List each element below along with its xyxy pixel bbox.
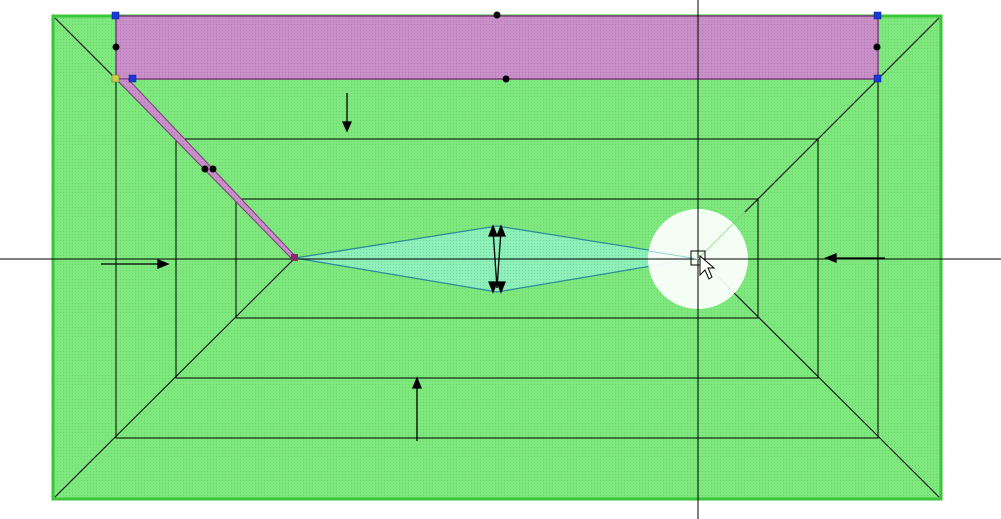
grip-dot[interactable] xyxy=(201,165,209,173)
arrow-pointer-icon xyxy=(699,254,716,280)
slope-arrow-icon xyxy=(824,253,885,263)
grip-square[interactable] xyxy=(873,74,882,83)
slope-arrow-icon xyxy=(101,259,170,269)
grip-dot[interactable] xyxy=(493,11,501,19)
grip-square[interactable] xyxy=(128,74,137,83)
grip-dot[interactable] xyxy=(209,165,217,173)
grip-square[interactable] xyxy=(111,11,120,20)
corner-marker xyxy=(111,74,120,83)
grip-handles[interactable] xyxy=(111,11,882,83)
lens-resize-arrows-icon xyxy=(488,224,506,294)
grip-dot[interactable] xyxy=(502,75,510,83)
slope-arrow-icon xyxy=(412,376,422,441)
slope-arrow-icon xyxy=(341,93,353,133)
selected-facet-strip[interactable] xyxy=(115,15,879,80)
grip-dot[interactable] xyxy=(112,43,120,51)
ridge-line-through-halo xyxy=(647,250,699,260)
ridge-anchor-point[interactable] xyxy=(291,254,298,261)
grip-dot[interactable] xyxy=(873,43,881,51)
pick-box-icon xyxy=(690,250,706,266)
grip-square[interactable] xyxy=(873,11,882,20)
midpoint-handles[interactable] xyxy=(112,11,881,173)
hip-line-through-halo xyxy=(697,211,746,260)
